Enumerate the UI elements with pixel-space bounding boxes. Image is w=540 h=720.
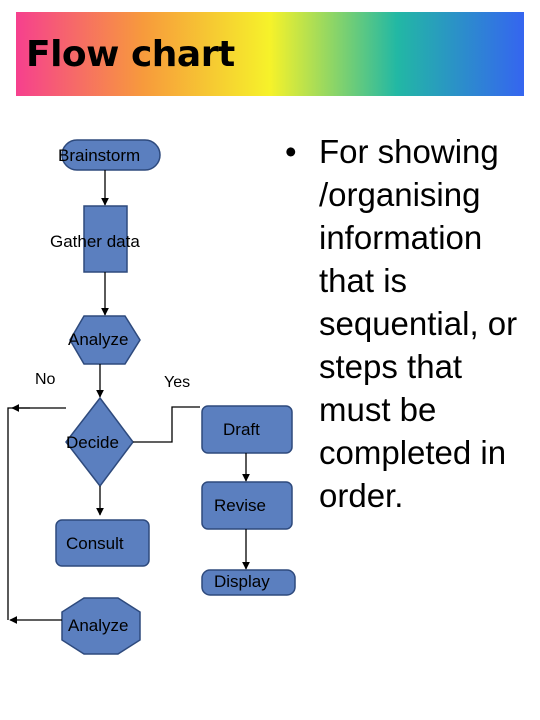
bullet-marker: • <box>285 133 297 170</box>
decide-label: Decide <box>66 433 119 452</box>
title-banner: Flow chart <box>16 12 524 96</box>
analyze-final-label: Analyze <box>68 616 129 635</box>
analyze-node <box>69 315 141 365</box>
connector-loop-left <box>7 407 66 620</box>
brainstorm-node <box>61 139 161 171</box>
gather-data-label: Gather data <box>50 232 140 251</box>
consult-label: Consult <box>66 534 124 553</box>
draft-node <box>201 405 293 454</box>
draft-label: Draft <box>223 420 260 439</box>
analyze-final-node <box>61 597 141 655</box>
slide-title: Flow chart <box>26 34 235 75</box>
no-edge-label: No <box>35 371 56 388</box>
bullet-text: For showing /organising information that… <box>319 133 518 514</box>
analyze-label: Analyze <box>68 330 129 349</box>
connector-decide-draft <box>133 406 200 443</box>
yes-edge-label: Yes <box>164 374 191 391</box>
revise-node <box>201 481 293 530</box>
display-node <box>201 569 296 596</box>
brainstorm-label: Brainstorm <box>58 146 141 165</box>
display-label: Display <box>214 572 270 591</box>
revise-label: Revise <box>214 496 266 515</box>
consult-node <box>55 519 150 567</box>
gather-data-node <box>83 205 128 273</box>
